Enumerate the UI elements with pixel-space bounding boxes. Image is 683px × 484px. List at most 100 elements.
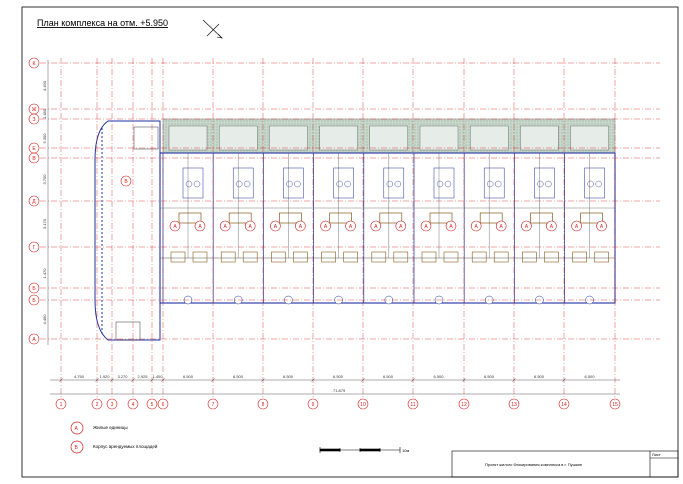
dim-tick <box>211 378 215 382</box>
axis-label-row-1: Ж <box>32 107 37 113</box>
dim-bottom-0: 4.750 <box>74 374 85 379</box>
unit-marker-label: А <box>274 224 278 230</box>
bath-fixture-icon <box>386 180 393 188</box>
dim-left-0: 4.490 <box>42 80 47 91</box>
axis-marker-col-9 <box>307 398 319 410</box>
furniture-icon <box>170 251 186 263</box>
axis-label-col-5: 5 <box>151 402 154 408</box>
axis-marker-row-6 <box>28 241 40 253</box>
bath-fixture-icon <box>185 180 193 188</box>
bath-fixture-icon <box>193 180 201 188</box>
unit-marker-label: А <box>575 224 579 230</box>
axis-label-col-1: 1 <box>60 402 63 408</box>
furniture-icon <box>443 251 459 263</box>
axis-label-col-14: 14 <box>561 402 567 408</box>
axis-label-col-4: 4 <box>132 402 135 408</box>
unit-marker <box>169 220 181 232</box>
dim-bottom-8: 6.500 <box>333 374 344 379</box>
dining-set-icon <box>429 212 453 224</box>
title-block <box>451 450 679 478</box>
unit-marker <box>295 220 306 232</box>
axis-label-row-9: А <box>32 337 36 343</box>
axis-marker-col-3 <box>106 398 118 410</box>
dim-bottom-2: 3.270 <box>117 374 128 379</box>
overall-dimension: 71.879 <box>333 388 346 393</box>
furniture-icon <box>471 251 487 263</box>
furniture-icon <box>493 251 509 263</box>
furniture-icon <box>343 251 358 263</box>
dim-tick <box>311 378 315 382</box>
axis-label-row-7: Б <box>32 286 36 292</box>
dining-set-icon <box>580 212 603 224</box>
terrace-bay <box>520 125 559 151</box>
axis-label-col-9: 9 <box>312 402 315 408</box>
axis-marker-col-15 <box>609 398 621 410</box>
terrace-bay <box>319 125 358 151</box>
unit-marker <box>320 220 331 232</box>
dim-tick <box>59 378 63 382</box>
axis-marker-col-12 <box>458 398 470 410</box>
dim-tick <box>150 378 154 382</box>
bath-fixture-icon <box>344 180 351 188</box>
dim-tick <box>131 378 135 382</box>
axis-marker-col-10 <box>357 398 369 410</box>
furniture-icon <box>321 251 336 263</box>
axis-marker-col-5 <box>146 398 158 410</box>
bath-fixture-icon <box>444 180 452 188</box>
unit-marker-label: А <box>525 224 529 230</box>
bath-fixture-icon <box>243 180 251 188</box>
axis-label-col-10: 10 <box>360 402 366 408</box>
rental-block <box>94 120 161 341</box>
unit-marker-label: А <box>299 224 303 230</box>
stair-core <box>383 167 405 199</box>
bottom-dimension-line <box>50 379 620 395</box>
stair-core <box>182 167 204 199</box>
unit-marker-label: А <box>173 224 177 230</box>
dim-tick <box>361 378 365 382</box>
axis-marker-row-5 <box>28 195 40 207</box>
unit-marker <box>345 220 356 232</box>
terrace-bay <box>168 125 208 151</box>
bath-fixture-icon <box>235 180 243 188</box>
dim-left-6: 4.490 <box>42 314 47 325</box>
dim-bottom-5: 6.500 <box>183 374 194 379</box>
unit-marker-label: А <box>449 224 453 230</box>
axis-marker-col-11 <box>407 398 419 410</box>
dim-bottom-7: 6.500 <box>283 374 294 379</box>
dim-tick <box>512 378 516 382</box>
furniture-icon <box>522 251 537 263</box>
bath-fixture-icon <box>537 180 544 188</box>
axis-marker-row-0 <box>28 57 40 69</box>
unit-marker <box>370 220 382 232</box>
dim-tick <box>95 378 99 382</box>
dim-left-1: 1.480 <box>42 108 47 119</box>
furniture-icon <box>371 251 387 263</box>
stair-core <box>584 167 605 199</box>
unit-marker <box>219 220 231 232</box>
dim-left-3: 3.700 <box>42 174 47 185</box>
dining-set-icon <box>279 212 302 224</box>
unit-marker <box>445 220 457 232</box>
dim-tick <box>562 378 566 382</box>
legend-marker-a <box>70 421 84 435</box>
axis-label-col-15: 15 <box>612 402 618 408</box>
unit-marker-label: А <box>249 224 253 230</box>
axis-marker-col-6 <box>157 398 169 410</box>
axis-label-col-11: 11 <box>410 402 415 408</box>
unit-marker <box>270 220 281 232</box>
dim-bottom-1: 1.920 <box>99 374 110 379</box>
axis-label-col-7: 7 <box>212 402 215 408</box>
dim-bottom-6: 6.500 <box>233 374 244 379</box>
unit-marker-label: А <box>399 224 403 230</box>
unit-marker-label: А <box>600 224 604 230</box>
dim-bottom-9: 6.500 <box>383 374 394 379</box>
unit-marker <box>521 220 532 232</box>
bath-fixture-icon <box>336 180 343 188</box>
sheet-title: План комплекса на отм. +5.950 <box>37 18 168 28</box>
unit-marker-label: А <box>198 224 202 230</box>
rental-marker-label: В <box>124 179 128 185</box>
furniture-icon <box>192 251 208 263</box>
unit-marker <box>470 220 482 232</box>
